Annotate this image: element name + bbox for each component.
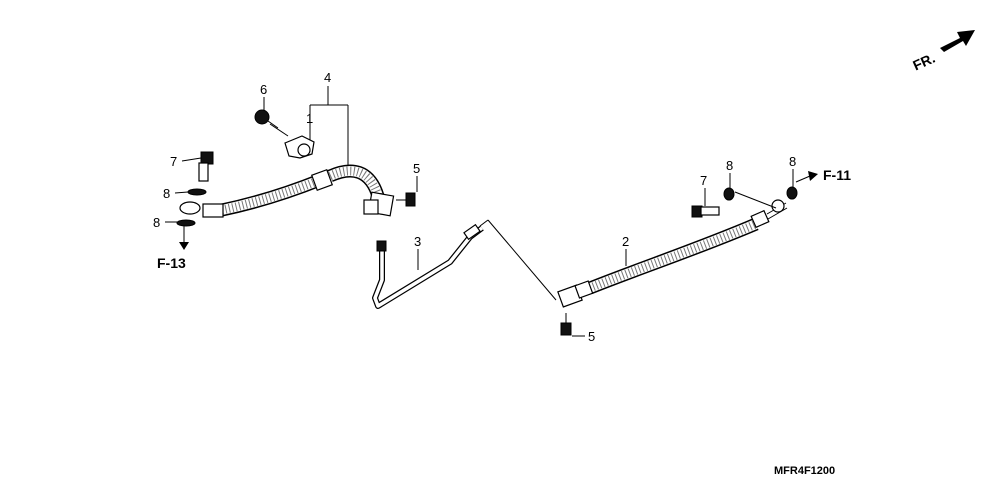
- front-direction-label: FR.: [910, 50, 937, 74]
- callout-7-left: 7: [170, 154, 177, 169]
- banjo-bolt-7-right: [691, 205, 720, 218]
- front-direction-marker: FR.: [910, 30, 975, 74]
- bolt-5-lower: [560, 313, 572, 336]
- right-arrow-icon: [808, 171, 818, 181]
- bolt-5-upper: [396, 192, 416, 207]
- down-arrow-icon: [179, 242, 189, 250]
- callout-2: 2: [622, 234, 629, 249]
- sealing-washer-8-right-inner: [723, 187, 735, 201]
- reference-arrow-f11: [795, 171, 818, 183]
- sealing-washer-8-left-upper: [187, 188, 207, 196]
- callout-7-right: 7: [700, 173, 707, 188]
- hose-clamp-1: [269, 123, 315, 159]
- front-arrow-icon: [940, 30, 975, 52]
- reference-label-f11: F-11: [823, 167, 851, 183]
- reference-arrow-f13: [179, 226, 189, 250]
- callout-5-lower: 5: [588, 329, 595, 344]
- brake-hose-2: [557, 199, 788, 308]
- banjo-bolt-7-left: [198, 151, 214, 182]
- callout-8-left-upper: 8: [163, 186, 170, 201]
- reference-label-f13: F-13: [157, 255, 186, 271]
- callout-8-right-outer: 8: [789, 154, 796, 169]
- callout-8-left-lower: 8: [153, 215, 160, 230]
- brake-pipe-3: [372, 219, 557, 309]
- pipe-to-hose-guide-line: [487, 219, 557, 301]
- callout-5-upper: 5: [413, 161, 420, 176]
- bolt-6: [254, 109, 279, 129]
- callout-6: 6: [260, 82, 267, 97]
- sealing-washer-8-right-outer: [786, 186, 798, 200]
- diagram-code: MFR4F1200: [774, 465, 835, 477]
- leader-lines: [165, 86, 794, 337]
- sealing-washer-8-left-lower: [176, 219, 196, 227]
- callout-8-right-inner: 8: [726, 158, 733, 173]
- callout-1: 1: [306, 111, 313, 126]
- callout-4: 4: [324, 70, 331, 85]
- brake-hose-4: [202, 164, 395, 218]
- banjo-fitting-left: [179, 201, 201, 215]
- callout-3: 3: [414, 234, 421, 249]
